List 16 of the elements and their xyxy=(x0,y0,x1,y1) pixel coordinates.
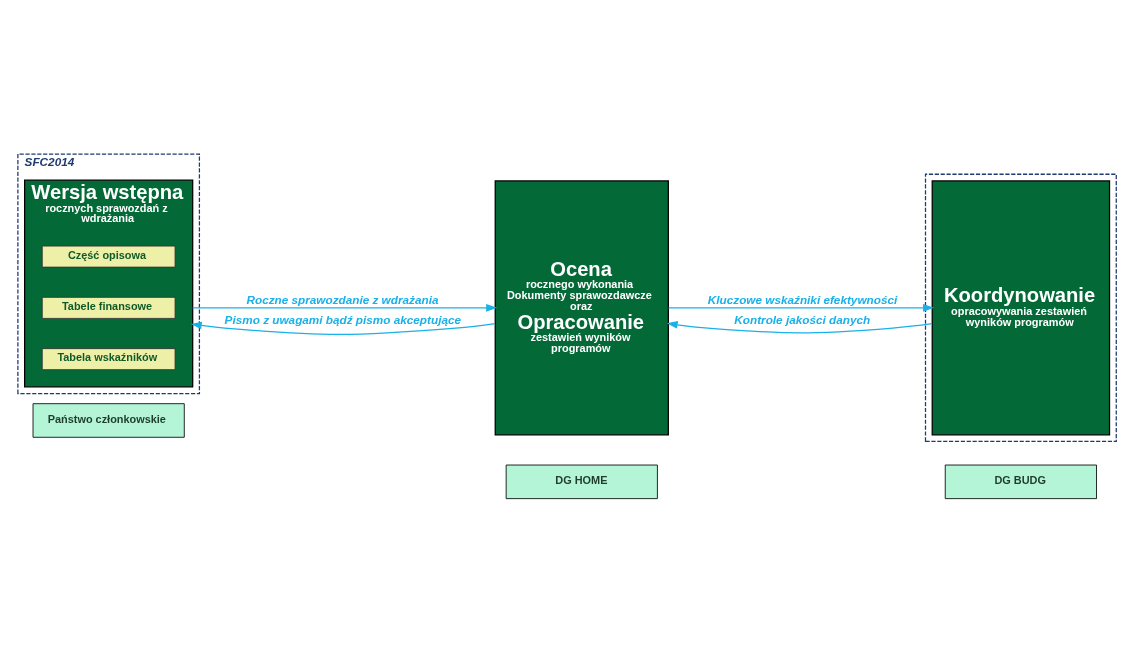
node-box: DG HOME xyxy=(505,464,658,500)
node-box: Tabela wskaźników xyxy=(41,348,176,371)
arrow xyxy=(192,304,498,312)
node-box: DG BUDG xyxy=(944,464,1097,500)
node-box: Koordynowanie opracowywania zestawień wyników programów xyxy=(931,180,1111,436)
edge-label: Pismo z uwagami bądź pismo akceptujące xyxy=(224,313,462,327)
arrow xyxy=(667,304,934,312)
node-box: Państwo członkowskie xyxy=(32,403,185,438)
edge-label: Kontrole jakości danych xyxy=(734,313,871,327)
arrow xyxy=(190,321,496,336)
node-box: Część opisowa xyxy=(41,245,176,268)
edge-label: Roczne sprawozdanie z wdrażania xyxy=(246,292,439,306)
arrow xyxy=(666,321,933,334)
edge-label: Kluczowe wskaźniki efektywności xyxy=(707,292,898,306)
node-box: Ocena rocznego wykonania Dokumenty sprawozdawcze oraz Opracowanie zestawień wyników programów xyxy=(494,180,669,436)
node-box: Tabele finansowe xyxy=(41,296,176,319)
